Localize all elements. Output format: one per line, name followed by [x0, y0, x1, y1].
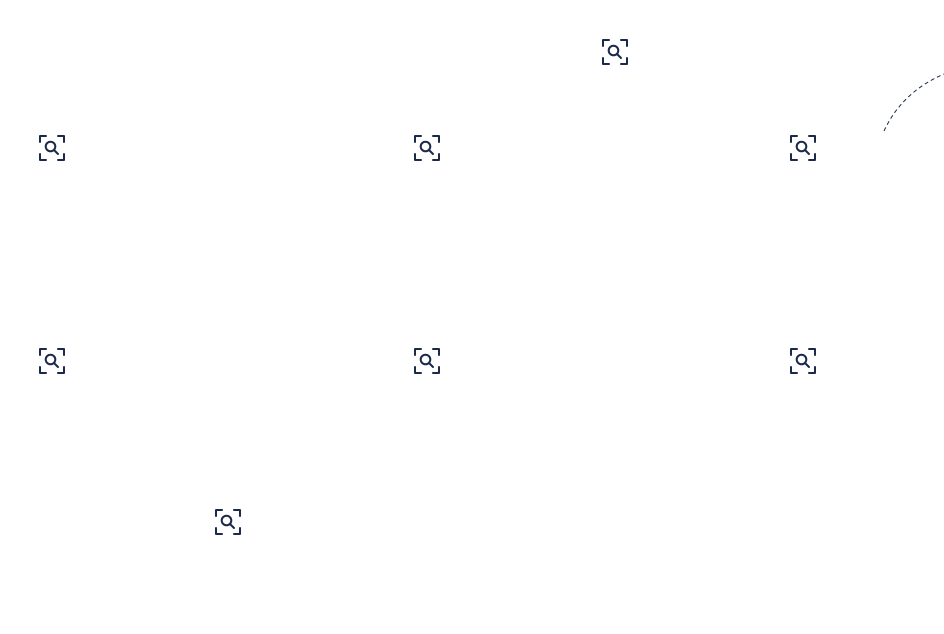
- zoom-button[interactable]: [600, 37, 630, 67]
- zoom-button[interactable]: [37, 133, 67, 163]
- zoom-button[interactable]: [788, 346, 818, 376]
- zoom-button[interactable]: [412, 346, 442, 376]
- zoom-search-icon: [414, 135, 440, 161]
- zoom-search-icon: [790, 348, 816, 374]
- zoom-search-icon: [790, 135, 816, 161]
- zoom-search-icon: [39, 135, 65, 161]
- zoom-button[interactable]: [37, 346, 67, 376]
- zoom-button[interactable]: [788, 133, 818, 163]
- zoom-button[interactable]: [412, 133, 442, 163]
- zoom-search-icon: [39, 348, 65, 374]
- zoom-button[interactable]: [213, 507, 243, 537]
- zoom-search-icon: [602, 39, 628, 65]
- dashed-arc-decoration: [878, 70, 944, 134]
- zoom-search-icon: [414, 348, 440, 374]
- zoom-search-icon: [215, 509, 241, 535]
